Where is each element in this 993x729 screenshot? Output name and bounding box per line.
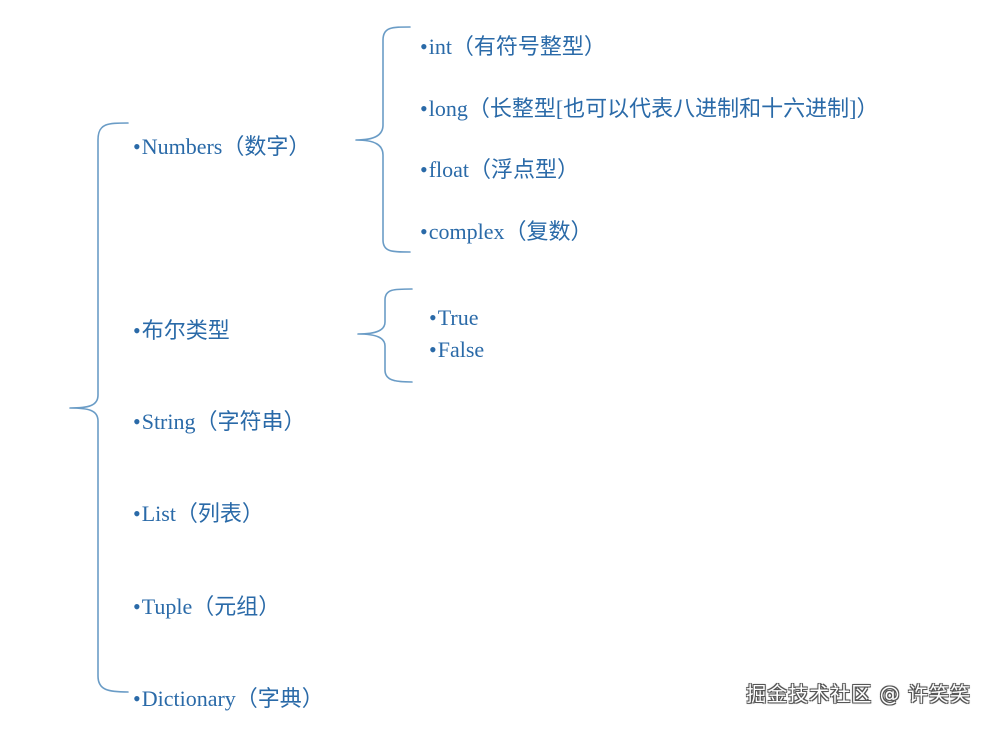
- root-item-boolean: •布尔类型: [133, 318, 230, 344]
- root-item-label: Numbers（数字）: [141, 134, 311, 159]
- numbers-child-complex: •complex（复数）: [420, 219, 592, 245]
- bullet: •: [133, 501, 141, 526]
- root-item-label: Tuple（元组）: [141, 594, 281, 619]
- child-label: long（长整型[也可以代表八进制和十六进制]）: [428, 96, 879, 121]
- numbers-child-long: •long（长整型[也可以代表八进制和十六进制]）: [420, 96, 878, 122]
- bullet: •: [420, 34, 428, 59]
- child-label: float（浮点型）: [428, 157, 580, 182]
- root-item-tuple: •Tuple（元组）: [133, 594, 280, 620]
- numbers-child-int: •int（有符号整型）: [420, 34, 606, 60]
- child-label: complex（复数）: [428, 219, 593, 244]
- bullet: •: [133, 409, 141, 434]
- numbers-child-float: •float（浮点型）: [420, 157, 579, 183]
- bullet: •: [133, 686, 141, 711]
- root-brace: [69, 122, 129, 693]
- root-item-label: 布尔类型: [141, 318, 230, 343]
- bool-child-false: •False: [429, 337, 484, 363]
- root-item-label: Dictionary（字典）: [141, 686, 324, 711]
- child-label: int（有符号整型）: [428, 34, 606, 59]
- bool-child-true: •True: [429, 305, 478, 331]
- root-item-label: List（列表）: [141, 501, 264, 526]
- bullet: •: [133, 594, 141, 619]
- bool-brace: [357, 288, 413, 383]
- bullet: •: [429, 337, 437, 362]
- bullet: •: [429, 305, 437, 330]
- bullet: •: [420, 157, 428, 182]
- bullet: •: [420, 96, 428, 121]
- bullet: •: [133, 318, 141, 343]
- watermark: 掘金技术社区 @ 许笑笑: [746, 682, 971, 706]
- root-item-dictionary: •Dictionary（字典）: [133, 686, 324, 712]
- numbers-brace: [355, 26, 411, 253]
- root-item-label: String（字符串）: [141, 409, 306, 434]
- bullet: •: [420, 219, 428, 244]
- root-item-list: •List（列表）: [133, 501, 264, 527]
- root-item-numbers: •Numbers（数字）: [133, 134, 310, 160]
- bullet: •: [133, 134, 141, 159]
- child-label: True: [437, 305, 479, 330]
- child-label: False: [437, 337, 485, 362]
- root-item-string: •String（字符串）: [133, 409, 306, 435]
